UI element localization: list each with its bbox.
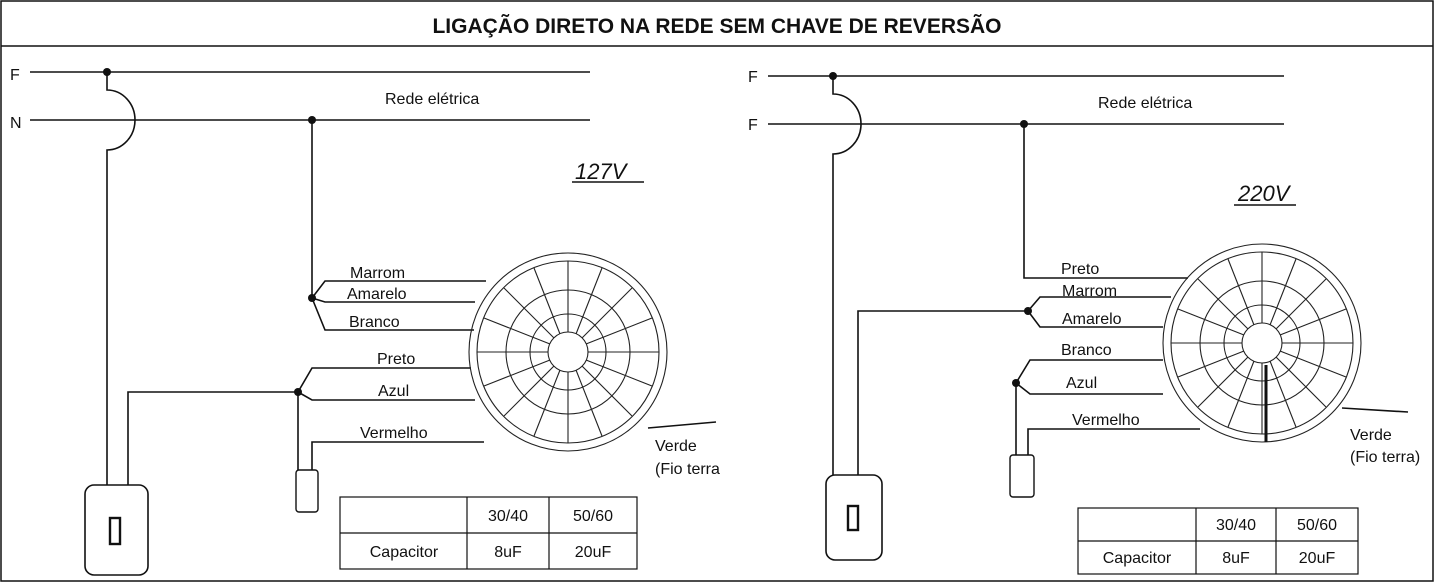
right-wire-preto bbox=[1023, 124, 1188, 279]
right-table-col1: 30/40 bbox=[1216, 517, 1256, 534]
right-label-marrom: Marrom bbox=[1062, 283, 1117, 300]
left-label-azul: Azul bbox=[378, 383, 409, 400]
right-label-vermelho: Vermelho bbox=[1072, 412, 1140, 429]
right-wire-vermelho bbox=[1027, 428, 1200, 455]
right-label-amarelo: Amarelo bbox=[1062, 311, 1122, 328]
right-switch-feed-wire bbox=[832, 76, 862, 475]
left-label-branco: Branco bbox=[349, 314, 400, 331]
right-network-label: Rede elétrica bbox=[1098, 95, 1192, 112]
left-wire-preto bbox=[297, 367, 471, 393]
right-line2-label: F bbox=[748, 117, 758, 134]
right-capacitor-table: 30/40 50/60 Capacitor 8uF 20uF bbox=[1077, 507, 1359, 575]
right-table-col2: 50/60 bbox=[1297, 517, 1337, 534]
left-table-row-label: Capacitor bbox=[370, 544, 439, 561]
left-wire-marrom bbox=[311, 280, 486, 299]
left-fan-motor-icon bbox=[468, 252, 668, 452]
right-wire-azul bbox=[1015, 382, 1163, 395]
right-line1-label: F bbox=[748, 69, 758, 86]
right-voltage-label: 220V bbox=[1237, 181, 1292, 206]
left-line2-label: N bbox=[10, 115, 22, 132]
left-diagram-127v: F N Rede elétrica 127V Marrom Amarelo Br… bbox=[10, 67, 720, 576]
right-table-row-label: Capacitor bbox=[1103, 550, 1172, 567]
left-switch-out-wire bbox=[127, 391, 298, 485]
right-label-azul: Azul bbox=[1066, 375, 1097, 392]
left-line1-label: F bbox=[10, 67, 20, 84]
right-table-v1: 8uF bbox=[1222, 550, 1250, 567]
left-switch-toggle-icon bbox=[108, 516, 122, 546]
left-wire-azul bbox=[297, 391, 475, 401]
diagram-title: LIGAÇÃO DIRETO NA REDE SEM CHAVE DE REVE… bbox=[432, 15, 1001, 38]
left-wire-amarelo bbox=[311, 297, 475, 303]
right-label-preto: Preto bbox=[1061, 261, 1099, 278]
left-table-v2: 20uF bbox=[575, 544, 612, 561]
right-fan-motor-icon bbox=[1162, 243, 1362, 443]
right-wire-amarelo bbox=[1027, 310, 1163, 328]
right-label-verde: Verde bbox=[1350, 427, 1392, 444]
left-voltage-label: 127V bbox=[575, 159, 629, 184]
right-wire-marrom bbox=[1027, 296, 1171, 312]
left-network-label: Rede elétrica bbox=[385, 91, 479, 108]
left-capacitor-table: 30/40 50/60 Capacitor 8uF 20uF bbox=[339, 496, 638, 570]
left-table-col1: 30/40 bbox=[488, 508, 528, 525]
right-label-fio-terra: (Fio terra) bbox=[1350, 449, 1420, 466]
right-wire-verde bbox=[1341, 407, 1409, 413]
left-table-v1: 8uF bbox=[494, 544, 522, 561]
right-switch-out-wire bbox=[857, 310, 1028, 475]
left-wire-vermelho bbox=[311, 441, 484, 470]
left-capacitor-icon bbox=[295, 469, 319, 513]
right-capacitor-icon bbox=[1009, 454, 1035, 498]
right-label-branco: Branco bbox=[1061, 342, 1112, 359]
right-switch-toggle-icon bbox=[846, 504, 860, 532]
left-label-amarelo: Amarelo bbox=[347, 286, 407, 303]
left-wire-branco bbox=[311, 297, 474, 331]
left-label-fio-terra: (Fio terra bbox=[655, 461, 720, 478]
right-wire-branco bbox=[1015, 359, 1163, 384]
left-label-vermelho: Vermelho bbox=[360, 425, 428, 442]
right-table-v2: 20uF bbox=[1299, 550, 1336, 567]
right-diagram-220v: F F Rede elétrica 220V Preto Marrom Amar… bbox=[748, 69, 1420, 575]
left-table-col2: 50/60 bbox=[573, 508, 613, 525]
left-label-verde: Verde bbox=[655, 438, 697, 455]
left-label-preto: Preto bbox=[377, 351, 415, 368]
left-wire-verde bbox=[647, 421, 717, 429]
left-label-marrom: Marrom bbox=[350, 265, 405, 282]
left-switch-feed-wire bbox=[106, 72, 136, 485]
